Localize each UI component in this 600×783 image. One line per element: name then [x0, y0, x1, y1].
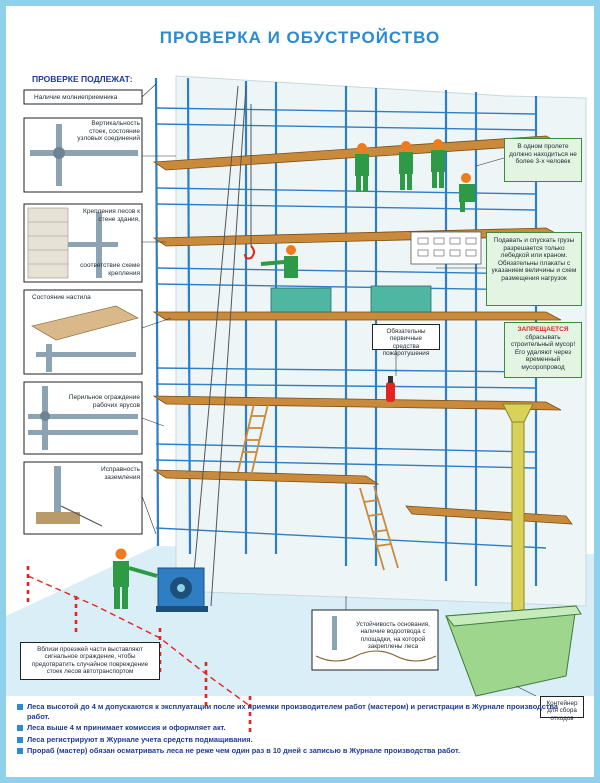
ground-worker — [113, 548, 158, 609]
notes-list: Леса высотой до 4 м допускаются к эксплу… — [16, 702, 576, 758]
inspection-header: ПРОВЕРКЕ ПОДЛЕЖАТ: — [32, 74, 133, 84]
forbidden-title: ЗАПРЕЩАЕТСЯ — [517, 326, 569, 333]
callout-road-fence: Вблизи проезжей части выставляют сигналь… — [20, 642, 160, 680]
detail-coupler-drawing — [30, 124, 138, 186]
label-lightning-rod: Наличие молниеприемника — [34, 94, 118, 101]
ladders — [237, 403, 399, 571]
bullet-square-icon — [17, 736, 23, 743]
callout-base: Устойчивость основания, наличие водоотво… — [356, 621, 430, 651]
bullet-square-icon — [17, 748, 23, 754]
hoist-ropes — [190, 85, 252, 607]
detail-guardrail-drawing — [28, 386, 138, 450]
scaffold-rails — [155, 107, 547, 549]
label-uprights: Вертикальность стоек, состояние узловых … — [77, 120, 140, 142]
label-grounding: Исправность заземления — [101, 466, 140, 481]
note-item: Леса высотой до 4 м допускаются к эксплу… — [16, 702, 576, 721]
callout-forbidden: ЗАПРЕЩАЕТСЯ сбрасывать строительный мусо… — [504, 322, 582, 378]
detail-deck-drawing — [31, 305, 139, 372]
note-item: Прораб (мастер) обязан осматривать леса … — [16, 746, 576, 756]
waste-container-icon — [445, 605, 582, 697]
load-crates — [270, 285, 432, 313]
scaffold-illustration — [6, 75, 594, 736]
label-guardrail: Перильное ограждение рабочих ярусов — [68, 394, 140, 409]
detail-base-drawing — [311, 609, 439, 671]
fire-extinguisher-icon — [386, 376, 395, 402]
callout-workers-limit: В одном пролете должно находиться не бол… — [504, 138, 582, 182]
callout-loads: Подавать и спускать грузы разрешается то… — [486, 232, 582, 306]
label-wall-anchors: Крепления лесов к стене здания, — [83, 208, 140, 223]
winch-icon — [156, 567, 208, 612]
note-item: Леса выше 4 м принимает комиссия и оформ… — [16, 723, 576, 733]
bullet-square-icon — [17, 725, 23, 731]
detail-grounding-drawing — [36, 466, 103, 527]
note-item: Леса регистрируют в Журнале учета средст… — [16, 735, 576, 745]
workers-top-level — [355, 139, 475, 212]
crane-hook-icon — [244, 245, 255, 260]
bullet-square-icon — [17, 704, 23, 710]
forbidden-text: сбрасывать строительный мусор! Его удаля… — [510, 333, 576, 371]
debris-chute — [502, 403, 534, 619]
page-title: ПРОВЕРКА И ОБУСТРОЙСТВО — [159, 28, 441, 47]
label-anchor-scheme: соответствие схеме крепления — [80, 262, 140, 277]
callout-fire-safety: Обязательны первичные средства пожаротуш… — [372, 324, 440, 357]
worker-second-level — [260, 245, 298, 278]
label-deck-condition: Состояние настила — [32, 294, 91, 301]
leader-lines — [141, 83, 537, 697]
signal-fence — [26, 566, 252, 736]
detail-wall-anchor-drawing — [27, 207, 118, 279]
callout-container: Контейнер для сбора отходов — [540, 696, 584, 722]
load-plan-placard — [410, 231, 482, 265]
